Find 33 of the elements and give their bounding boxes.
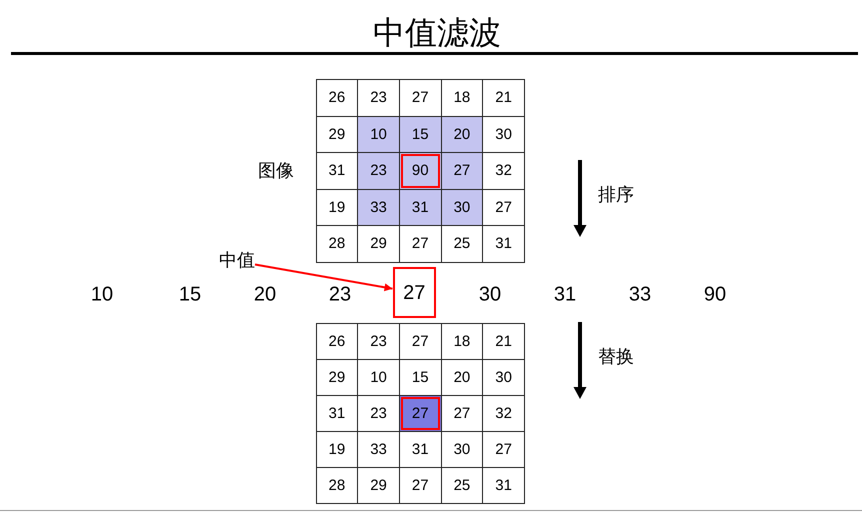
- shaded-cell: 33: [357, 188, 400, 226]
- callout-text: 中值: [219, 251, 255, 272]
- shaded-cell: 31: [398, 188, 442, 226]
- grid-cell: 21: [482, 79, 525, 116]
- sequence-number: 10: [90, 284, 114, 306]
- shaded-cell: 20: [440, 116, 484, 153]
- grid-cell: 26: [316, 323, 358, 360]
- shaded-cell: 30: [440, 188, 484, 226]
- median-box: 27: [392, 267, 436, 318]
- shaded-cell: 10: [357, 116, 400, 153]
- grid-cell: 31: [482, 467, 525, 504]
- title: 中值滤波: [373, 14, 501, 52]
- sequence-number: 20: [254, 284, 276, 306]
- median-cell: 27: [398, 395, 442, 432]
- sequence-number: 30: [478, 284, 502, 306]
- sequence-number: 90: [704, 284, 726, 306]
- sequence-number: 31: [554, 284, 576, 306]
- step-label: 排序: [598, 186, 634, 206]
- grid-label: 图像: [258, 162, 294, 182]
- grid-cell: 28: [316, 225, 358, 262]
- sequence-number: 15: [178, 284, 202, 306]
- grid-cell: 28: [316, 467, 358, 504]
- shaded-cell: 27: [440, 152, 484, 190]
- grid-cell: 31: [482, 225, 525, 262]
- grid-cell: 21: [482, 323, 525, 360]
- grid-cell: 26: [316, 79, 358, 116]
- step-label: 替换: [598, 348, 634, 368]
- sequence-number: 23: [328, 284, 352, 306]
- sequence-number: 33: [628, 284, 652, 306]
- leader-arrow: [254, 264, 393, 292]
- shaded-cell: 23: [357, 152, 400, 190]
- median-cell: 90: [398, 152, 442, 190]
- shaded-cell: 15: [398, 116, 442, 153]
